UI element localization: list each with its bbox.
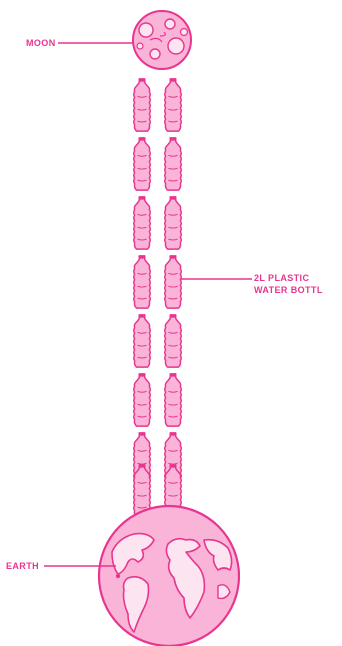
plastic-bottle-icon [134,138,151,190]
plastic-bottle-icon [165,256,182,308]
plastic-bottle-icon [165,315,182,367]
plastic-bottle-icon [134,197,151,249]
plastic-bottle-icon [165,138,182,190]
earth-globe-icon [99,506,239,646]
plastic-bottle-icon [165,79,182,131]
plastic-bottle-icon [165,374,182,426]
bottle-column-right [165,79,182,517]
bottle-label-line-2: WATER BOTTL [254,284,323,296]
earth-label: EARTH [6,560,39,572]
moon-label: MOON [26,37,56,49]
moon-icon [133,11,191,69]
plastic-bottle-icon [134,256,151,308]
plastic-bottle-icon [134,374,151,426]
plastic-bottle-icon [134,79,151,131]
bottle-column-left [134,79,151,517]
bottle-label-line-1: 2L PLASTIC [254,272,323,284]
bottle-label: 2L PLASTIC WATER BOTTL [254,272,323,296]
plastic-bottle-icon [134,315,151,367]
plastic-bottle-icon [165,197,182,249]
